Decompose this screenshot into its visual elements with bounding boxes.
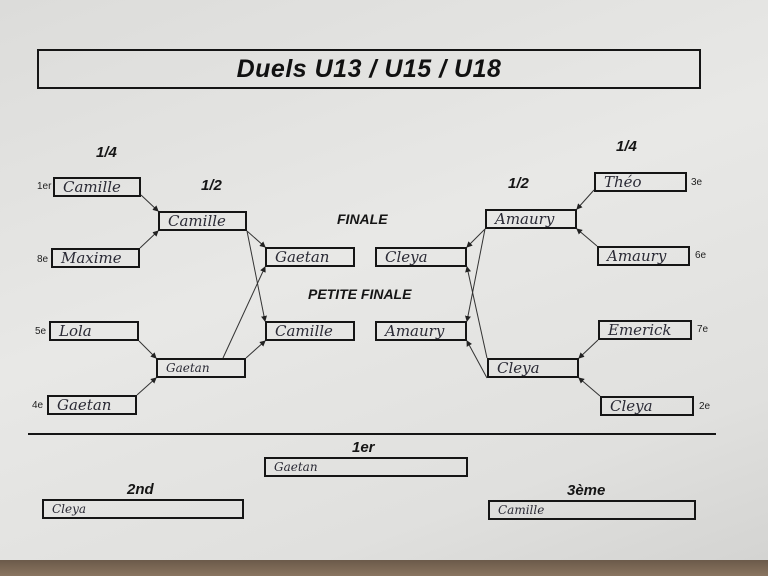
semi-right-2: Cleya — [487, 358, 579, 378]
quarter-left-4: Gaetan — [47, 395, 137, 415]
small-final-right: Amaury — [375, 321, 467, 341]
paper-sheet — [0, 0, 768, 560]
divider-line — [28, 433, 716, 435]
seed-label: 2e — [699, 401, 711, 412]
small-final-left: Camille — [265, 321, 355, 341]
quarter-left-1: Camille — [53, 177, 141, 197]
header-first: 1er — [352, 439, 375, 456]
header-final: FINALE — [337, 211, 388, 227]
quarter-right-2: Amaury — [597, 246, 690, 266]
header-quarter-left: 1/4 — [96, 144, 117, 161]
seed-label: 4e — [32, 400, 44, 411]
podium-third: Camille — [488, 500, 696, 520]
podium-first: Gaetan — [264, 457, 468, 477]
final-left: Gaetan — [265, 247, 355, 267]
semi-left-1: Camille — [158, 211, 247, 231]
title-box: Duels U13 / U15 / U18 — [37, 49, 701, 89]
quarter-left-3: Lola — [49, 321, 139, 341]
podium-second: Cleya — [42, 499, 244, 519]
table-surface — [0, 560, 768, 576]
semi-left-2: Gaetan — [156, 358, 246, 378]
header-second: 2nd — [127, 481, 154, 498]
final-right: Cleya — [375, 247, 467, 267]
header-quarter-right: 1/4 — [616, 138, 637, 155]
seed-label: 7e — [697, 324, 709, 335]
header-semi-right: 1/2 — [508, 175, 529, 192]
quarter-right-4: Cleya — [600, 396, 694, 416]
header-semi-left: 1/2 — [201, 177, 222, 194]
seed-label: 5e — [35, 326, 47, 337]
header-third: 3ème — [567, 482, 606, 499]
quarter-right-3: Emerick — [598, 320, 692, 340]
semi-right-1: Amaury — [485, 209, 577, 229]
header-small-final: PETITE FINALE — [308, 286, 412, 302]
seed-label: 8e — [37, 254, 49, 265]
quarter-right-1: Théo — [594, 172, 687, 192]
seed-label: 3e — [691, 177, 703, 188]
seed-label: 1er — [37, 181, 52, 192]
seed-label: 6e — [695, 250, 707, 261]
quarter-left-2: Maxime — [51, 248, 140, 268]
page-title: Duels U13 / U15 / U18 — [236, 54, 502, 83]
